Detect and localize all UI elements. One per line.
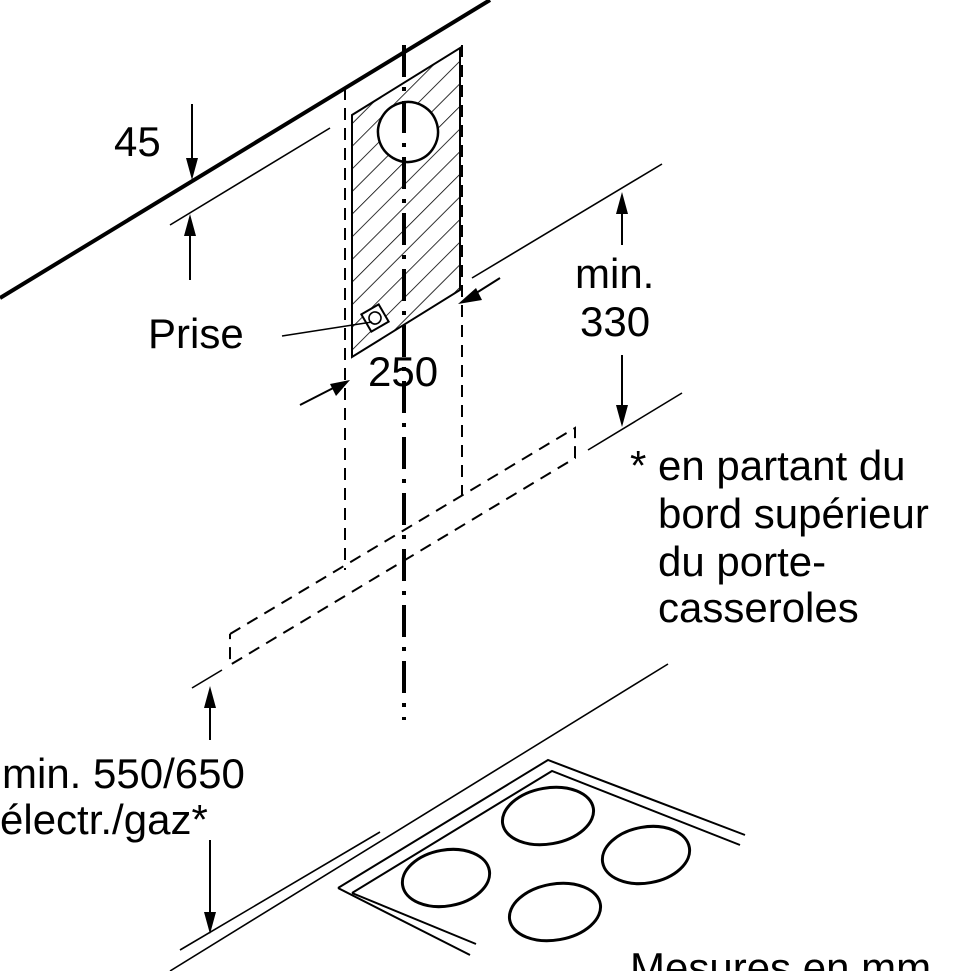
duct-opening (376, 100, 440, 164)
clearance-label-line2: 330 (580, 298, 650, 345)
burner (500, 785, 596, 847)
height-label-line1: min. 550/650 (2, 750, 245, 797)
socket-label: Prise (148, 310, 244, 357)
dim-height-ext-bottom (179, 831, 381, 951)
note-line3: du porte- (658, 538, 826, 585)
power-socket-icon (359, 302, 391, 334)
burner (507, 881, 603, 943)
dim-height-ext-top (191, 669, 223, 689)
hood-outline (229, 426, 576, 667)
note-line2: bord supérieur (658, 490, 929, 537)
width-label: 250 (368, 348, 438, 395)
socket-leader (281, 321, 373, 337)
clearance-label-line1: min. (575, 250, 654, 297)
burner (400, 847, 492, 909)
ceiling-line (0, 0, 492, 300)
arrow-icon (616, 192, 628, 214)
arrow-icon (204, 912, 216, 934)
arrow-icon (204, 686, 216, 708)
dim-330-ext-bottom (587, 392, 683, 451)
hob (337, 758, 746, 956)
height-label-line2: électr./gaz* (0, 796, 208, 843)
worktop-line (169, 663, 669, 971)
note-line4: casseroles (658, 584, 859, 631)
arrow-icon (330, 380, 350, 396)
burner (600, 824, 692, 886)
note-line1: * en partant du (630, 442, 906, 489)
arrow-icon (184, 214, 196, 236)
dim-45-label: 45 (114, 118, 161, 165)
arrow-icon (616, 405, 628, 427)
dim-330-ext-top (471, 163, 663, 279)
units-label: Mesures en mm (630, 944, 931, 971)
arrow-icon (186, 158, 198, 180)
dim-45-ext (169, 127, 331, 226)
arrow-icon (458, 288, 482, 304)
